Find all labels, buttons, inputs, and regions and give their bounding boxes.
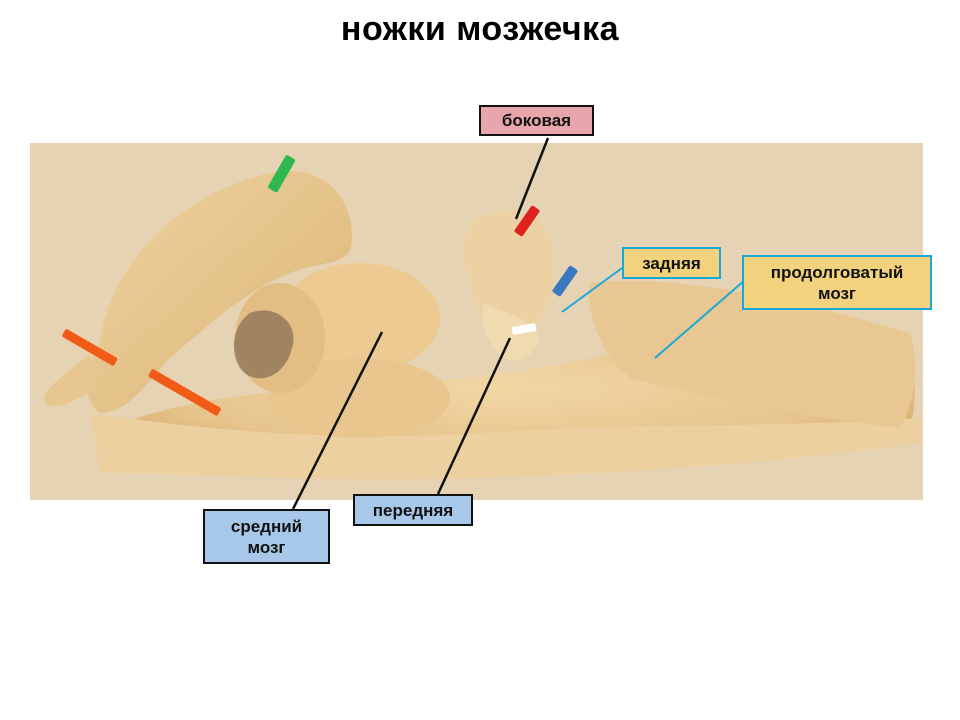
cerebellum-hemisphere: [86, 171, 353, 413]
orange-pin-upper: [62, 329, 118, 366]
page-title: ножки мозжечка: [340, 10, 620, 48]
cerebellum-edge: [44, 353, 95, 407]
orange-pin-lower: [148, 369, 221, 416]
brainstem-specimen-photo: [30, 143, 923, 500]
label-anterior-peduncle: передняя: [353, 494, 473, 526]
label-lateral-peduncle: боковая: [479, 105, 594, 136]
label-midbrain: средний мозг: [203, 509, 330, 564]
dark-tissue-patch: [233, 310, 294, 379]
white-pin: [511, 323, 537, 335]
label-posterior-peduncle: задняя: [622, 247, 721, 279]
green-pin: [268, 155, 296, 193]
label-medulla-oblongata: продолговатый мозг: [742, 255, 932, 310]
